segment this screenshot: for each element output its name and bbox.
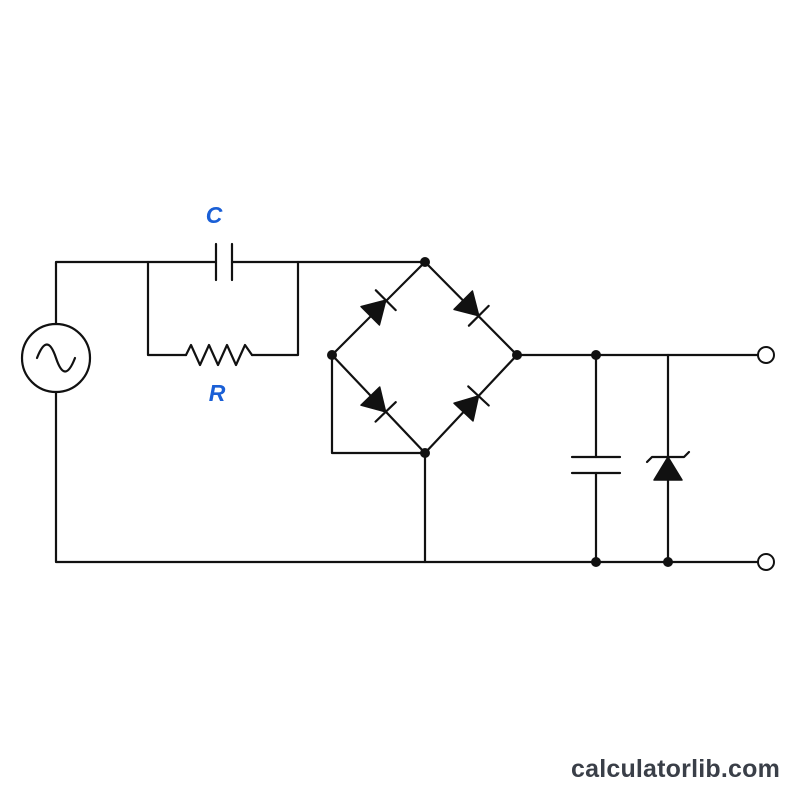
bridge-rectifier (330, 260, 519, 455)
diode-d4 (453, 385, 490, 422)
output-terminals (757, 346, 775, 571)
output-terminal-positive[interactable] (757, 346, 775, 364)
diode-d2 (453, 290, 490, 327)
wiring (54, 260, 767, 564)
series-resistor (184, 343, 254, 367)
ac-source-icon (20, 322, 92, 394)
smoothing-capacitor (570, 455, 622, 475)
resistor-label: R (209, 380, 226, 406)
diode-d1 (360, 289, 397, 326)
junction-nodes (327, 257, 673, 567)
series-capacitor (214, 242, 234, 282)
watermark-brand: calculatorlib.com (570, 755, 780, 783)
capacitor-label: C (206, 202, 223, 228)
zener-diode (645, 450, 691, 481)
output-terminal-negative[interactable] (757, 553, 775, 571)
diode-d3 (360, 386, 397, 423)
